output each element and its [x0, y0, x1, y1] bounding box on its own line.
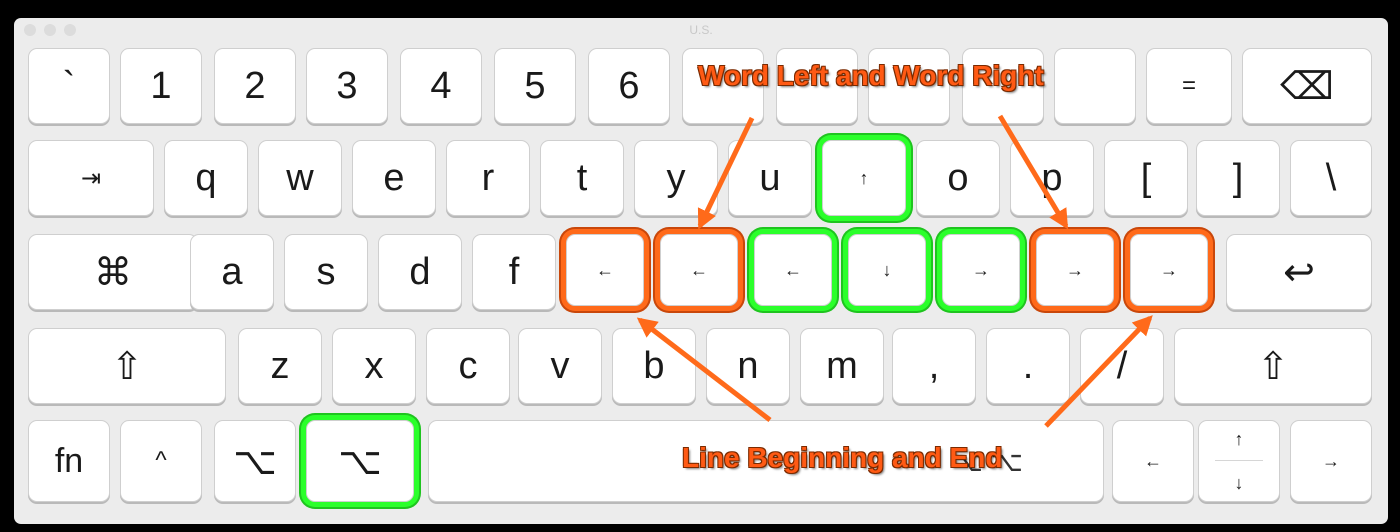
right-command-option-icons: ⌥ ⌥ [950, 445, 1023, 477]
key-arrow-left-icon[interactable]: ← [1112, 420, 1194, 502]
key-left-bracket[interactable]: [ [1104, 140, 1188, 216]
key-comma[interactable]: , [892, 328, 976, 404]
key-fn[interactable]: fn [28, 420, 110, 502]
key-left-command-option-icon[interactable]: ⌥ [306, 420, 414, 502]
key-l-right-arrow[interactable]: → [942, 234, 1020, 306]
key-x[interactable]: x [332, 328, 416, 404]
key-5[interactable]: 5 [494, 48, 576, 124]
key-k-down-arrow[interactable]: ↓ [848, 234, 926, 306]
key-right-shift-icon[interactable]: ⇧ [1174, 328, 1372, 404]
minimize-window-button[interactable] [44, 24, 56, 36]
key-j-left-arrow[interactable]: ← [754, 234, 832, 306]
key-tab-icon[interactable]: ⇥ [28, 140, 154, 216]
key-space[interactable]: ⌥ ⌥ [428, 420, 1104, 502]
key-2[interactable]: 2 [214, 48, 296, 124]
key-arrow-right-icon[interactable]: → [1290, 420, 1372, 502]
key-b[interactable]: b [612, 328, 696, 404]
key-w[interactable]: w [258, 140, 342, 216]
key-left-option-icon[interactable]: ⌥ [214, 420, 296, 502]
key-command-icon[interactable]: ⌘ [28, 234, 198, 310]
key-g-line-begin-arrow[interactable]: ← [566, 234, 644, 306]
key-minus[interactable] [1054, 48, 1136, 124]
key-6[interactable]: 6 [588, 48, 670, 124]
word-nav-annotation: Word Left and Word Right [698, 60, 1044, 91]
window-title: U.S. [689, 23, 713, 37]
key-m[interactable]: m [800, 328, 884, 404]
key-a[interactable]: a [190, 234, 274, 310]
key-s[interactable]: s [284, 234, 368, 310]
line-nav-annotation: Line Beginning and End [682, 442, 1003, 473]
arrow-up-icon[interactable]: ↑ [1234, 429, 1244, 450]
key-left-shift-icon[interactable]: ⇧ [28, 328, 226, 404]
key-quote-line-end-arrow[interactable]: → [1130, 234, 1208, 306]
key-9[interactable] [868, 48, 950, 124]
key-r[interactable]: r [446, 140, 530, 216]
key-1[interactable]: 1 [120, 48, 202, 124]
key-backslash[interactable]: \ [1290, 140, 1372, 216]
key-c[interactable]: c [426, 328, 510, 404]
key-p[interactable]: p [1010, 140, 1094, 216]
key-v[interactable]: v [518, 328, 602, 404]
key-y[interactable]: y [634, 140, 718, 216]
key-z[interactable]: z [238, 328, 322, 404]
key-delete-icon[interactable]: ⌫ [1242, 48, 1372, 124]
key-e[interactable]: e [352, 140, 436, 216]
key-o[interactable]: o [916, 140, 1000, 216]
arrow-down-icon[interactable]: ↓ [1234, 472, 1244, 493]
key-i-up-arrow[interactable]: ↑ [822, 140, 906, 216]
key-semicolon-word-right-arrow[interactable]: → [1036, 234, 1114, 306]
key-0[interactable] [962, 48, 1044, 124]
key-period[interactable]: . [986, 328, 1070, 404]
key-backtick[interactable]: ` [28, 48, 110, 124]
key-8[interactable] [776, 48, 858, 124]
key-4[interactable]: 4 [400, 48, 482, 124]
key-f[interactable]: f [472, 234, 556, 310]
key-equals[interactable]: = [1146, 48, 1232, 124]
key-3[interactable]: 3 [306, 48, 388, 124]
key-7[interactable] [682, 48, 764, 124]
key-slash[interactable]: / [1080, 328, 1164, 404]
key-control-icon[interactable]: ^ [120, 420, 202, 502]
close-window-button[interactable] [24, 24, 36, 36]
key-u[interactable]: u [728, 140, 812, 216]
zoom-window-button[interactable] [64, 24, 76, 36]
key-h-word-left-arrow[interactable]: ← [660, 234, 738, 306]
key-d[interactable]: d [378, 234, 462, 310]
key-arrow-up-down[interactable]: ↑ ↓ [1198, 420, 1280, 502]
key-return-icon[interactable]: ↩ [1226, 234, 1372, 310]
key-n[interactable]: n [706, 328, 790, 404]
arrow-divider [1215, 460, 1263, 462]
key-q[interactable]: q [164, 140, 248, 216]
key-t[interactable]: t [540, 140, 624, 216]
key-right-bracket[interactable]: ] [1196, 140, 1280, 216]
